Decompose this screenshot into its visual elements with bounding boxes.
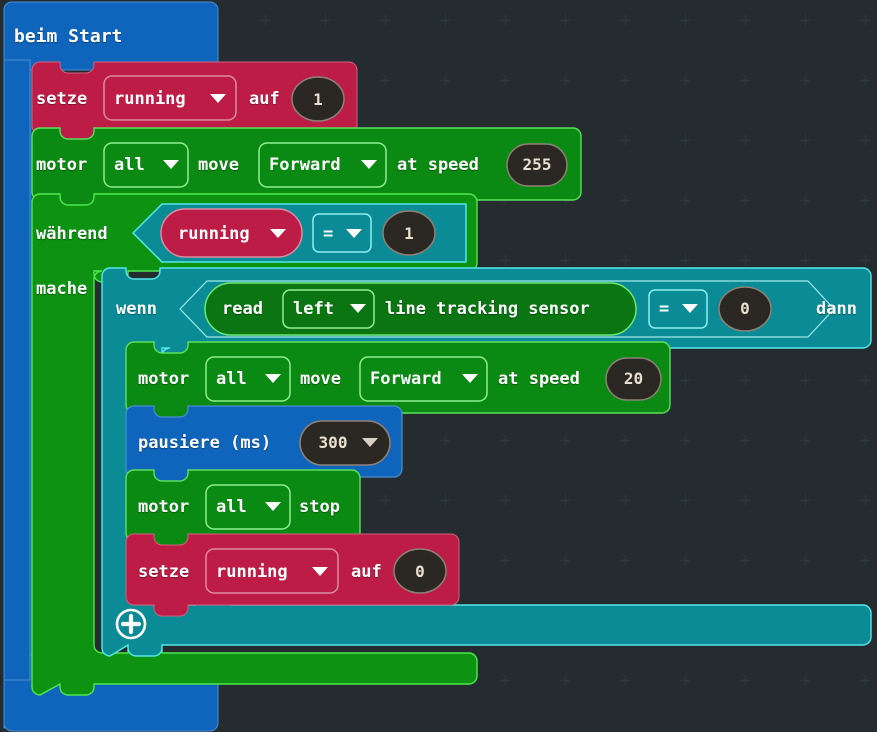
chevron-down-icon[interactable] <box>462 374 478 383</box>
label-line-tracking-sensor: line tracking sensor <box>385 299 590 319</box>
value-compare-if[interactable]: 0 <box>740 299 750 318</box>
label-at-speed-20: at speed <box>498 369 580 389</box>
label-pausiere: pausiere (ms) <box>138 433 272 453</box>
dropdown-operator-if[interactable]: = <box>659 299 670 319</box>
label-stop: stop <box>299 497 340 517</box>
chevron-down-icon[interactable] <box>210 94 226 103</box>
dropdown-variable-running-1[interactable]: running <box>114 89 186 109</box>
dropdown-motor-select-255[interactable]: all <box>114 155 145 175</box>
dropdown-variable-running-0[interactable]: running <box>216 562 288 582</box>
chevron-down-icon[interactable] <box>346 229 362 238</box>
value-pause-duration[interactable]: 300 <box>318 433 348 452</box>
label-dann: dann <box>816 299 857 319</box>
label-auf-0: auf <box>351 562 382 582</box>
label-mache: mache <box>36 279 88 299</box>
chevron-down-icon[interactable] <box>682 304 698 313</box>
label-auf-1: auf <box>249 89 280 109</box>
chevron-down-icon[interactable] <box>265 374 281 383</box>
dropdown-direction-20[interactable]: Forward <box>370 369 442 389</box>
label-move-255: move <box>198 155 239 175</box>
value-set-running-0[interactable]: 0 <box>415 562 425 581</box>
label-wenn: wenn <box>116 299 157 319</box>
label-beim-start: beim Start <box>14 26 123 47</box>
dropdown-operator-while[interactable]: = <box>323 224 334 244</box>
label-motor-stop: motor <box>138 497 190 517</box>
chevron-down-icon[interactable] <box>312 567 328 576</box>
dropdown-direction-255[interactable]: Forward <box>269 155 341 175</box>
chevron-down-icon[interactable] <box>362 438 378 447</box>
label-motor-20: motor <box>138 369 190 389</box>
label-read: read <box>222 299 263 319</box>
chevron-down-icon[interactable] <box>163 160 179 169</box>
label-setze-1: setze <box>36 89 88 109</box>
dropdown-motor-select-20[interactable]: all <box>216 369 247 389</box>
label-setze-0: setze <box>138 562 190 582</box>
value-compare-while[interactable]: 1 <box>404 224 414 243</box>
chevron-down-icon[interactable] <box>361 160 377 169</box>
dropdown-variable-running-cond[interactable]: running <box>178 224 250 244</box>
value-speed-255[interactable]: 255 <box>522 155 552 174</box>
label-motor-255: motor <box>36 155 88 175</box>
label-waehrend: während <box>36 224 108 244</box>
value-speed-20[interactable]: 20 <box>623 369 644 388</box>
chevron-down-icon[interactable] <box>270 229 286 238</box>
dropdown-sensor-side[interactable]: left <box>293 299 334 319</box>
chevron-down-icon[interactable] <box>265 502 281 511</box>
label-at-speed-255: at speed <box>397 155 479 175</box>
label-move-20: move <box>300 369 341 389</box>
dropdown-motor-select-stop[interactable]: all <box>216 497 247 517</box>
chevron-down-icon[interactable] <box>350 304 366 313</box>
value-set-running-1[interactable]: 1 <box>313 90 323 109</box>
